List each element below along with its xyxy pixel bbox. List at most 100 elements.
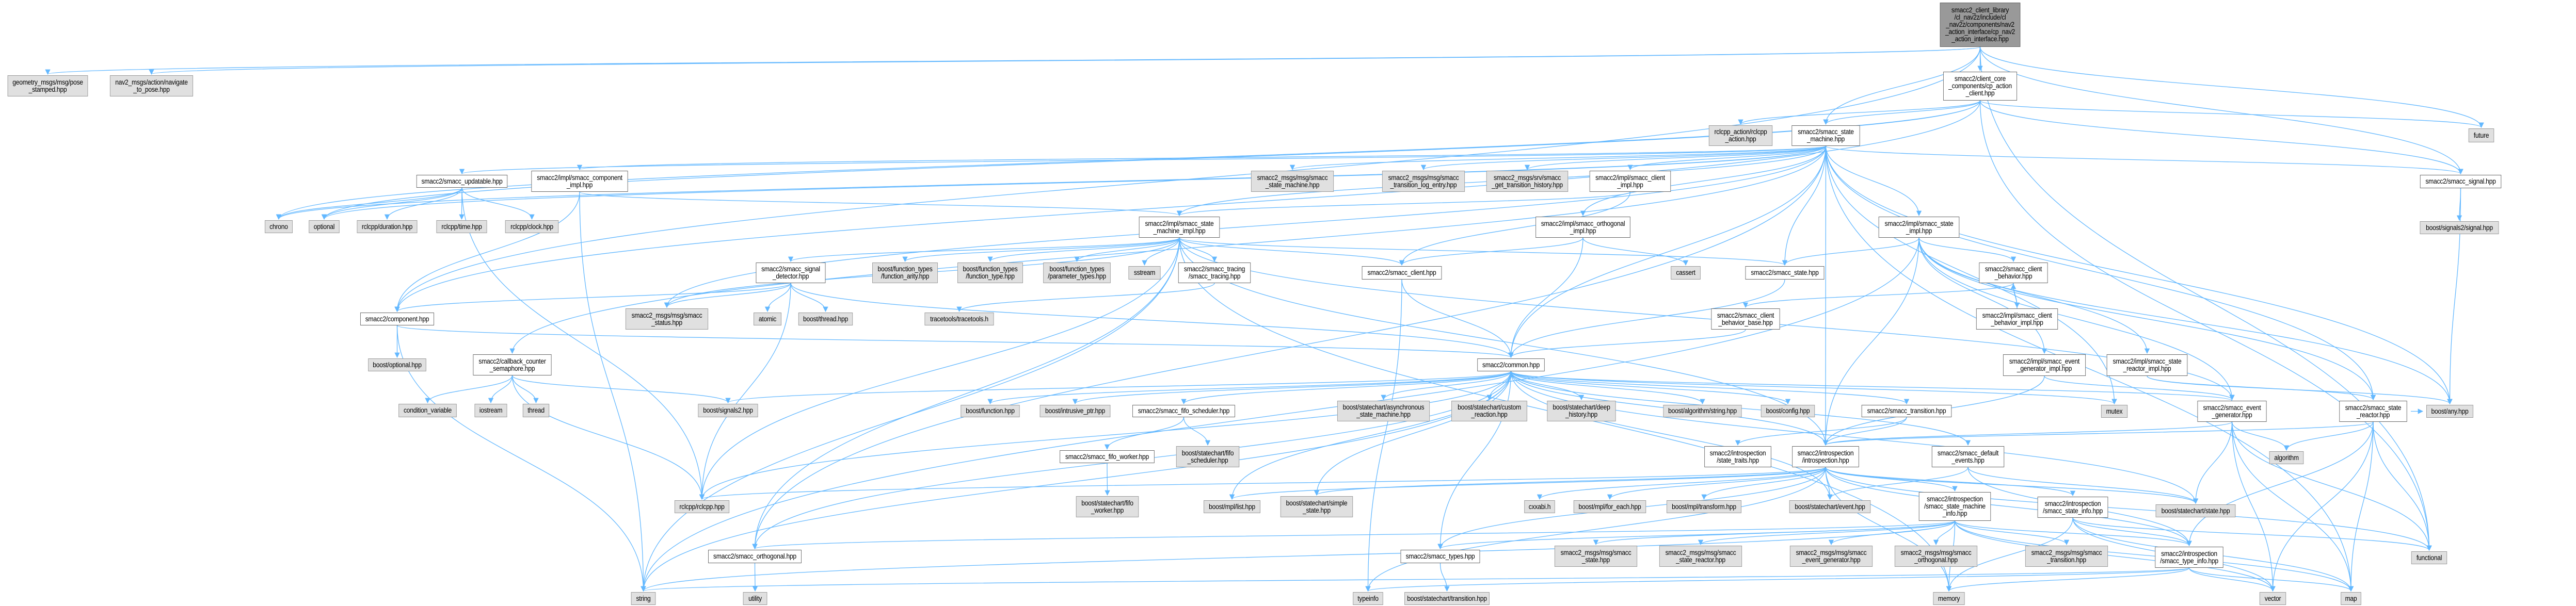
graph-node-client-behavior-base[interactable]: smacc2/smacc_client _behavior_base.hpp <box>1711 308 1780 330</box>
dependency-edge-common-to-smacc-transition <box>1510 371 1909 405</box>
graph-node-state-machine[interactable]: smacc2/smacc_state _machine.hpp <box>1791 125 1860 146</box>
dependency-edge-sm-impl-to-string <box>641 237 1180 592</box>
dependency-edge-state-machine-to-updatable <box>459 145 1827 175</box>
graph-node-tracetools: tracetools/tracetools.h <box>924 313 994 325</box>
dependency-edge-sm-impl-to-tracing <box>1179 237 1218 263</box>
dependency-edge-introspection-to-simple-state <box>1314 467 1826 496</box>
dependency-edge-state-info-to-functional <box>2072 517 2432 551</box>
dependency-edge-callback-counter-to-condition-variable <box>425 375 513 404</box>
dependency-edge-common-to-mutex <box>1510 371 2117 405</box>
graph-node-default-events[interactable]: smacc2/smacc_default _events.hpp <box>1931 446 2005 467</box>
graph-node-client-impl[interactable]: smacc2/impl/smacc_client _impl.hpp <box>1589 171 1671 192</box>
graph-node-cassert: cassert <box>1671 266 1701 280</box>
graph-node-sc-transition: boost/statechart/transition.hpp <box>1404 592 1490 605</box>
dependency-edge-signal-detector-to-atomic <box>764 283 791 313</box>
graph-node-smacc-client[interactable]: smacc2/smacc_client.hpp <box>1362 266 1442 280</box>
graph-node-msgs-state-machine: smacc2_msgs/msg/smacc _state_machine.hpp <box>1251 171 1334 192</box>
graph-node-state-impl[interactable]: smacc2/impl/smacc_state _impl.hpp <box>1878 217 1960 238</box>
dependency-edge-component-impl-to-string <box>579 191 646 592</box>
graph-node-sm-info[interactable]: smacc2/introspection /smacc_state_machin… <box>1918 492 1991 521</box>
dependency-edge-state-machine-to-smacc-status <box>664 145 1827 308</box>
graph-node-state-reactor[interactable]: smacc2/smacc_state _reactor.hpp <box>2339 401 2407 422</box>
graph-node-smacc-types[interactable]: smacc2/smacc_types.hpp <box>1400 550 1480 563</box>
dependency-edge-smacc-state-to-common <box>1508 279 1785 358</box>
dependency-edge-type-info-to-string <box>641 567 2190 592</box>
graph-node-component-impl[interactable]: smacc2/impl/smacc_component _impl.hpp <box>531 171 628 192</box>
dependency-edge-orthogonal-impl-to-common <box>1508 237 1583 358</box>
dependency-edge-common-to-simple-state <box>1314 371 1512 496</box>
graph-node-utility: utility <box>743 592 767 605</box>
graph-node-state-traits[interactable]: smacc2/introspection /state_traits.hpp <box>1704 446 1771 467</box>
dependency-edge-state-info-to-memory <box>1946 517 2073 592</box>
dependency-edge-state-machine-to-state-reactor <box>1825 145 2376 401</box>
graph-node-for-each: boost/mpl/for_each.hpp <box>1573 500 1646 513</box>
dependency-edge-introspection-to-sc-state <box>1825 467 2199 504</box>
graph-node-client-behavior-impl[interactable]: smacc2/impl/smacc_client _behavior_impl.… <box>1976 308 2058 330</box>
dependency-edge-updatable-to-duration <box>384 187 462 220</box>
graph-node-atomic: atomic <box>754 313 781 325</box>
graph-node-geometry: geometry_msgs/msg/pose _stamped.hpp <box>7 75 88 96</box>
graph-node-tracing[interactable]: smacc2/smacc_tracing /smacc_tracing.hpp <box>1178 263 1251 283</box>
dependency-edge-state-reactor-to-vector <box>2270 421 2374 592</box>
graph-node-sm-impl[interactable]: smacc2/impl/smacc_state _machine_impl.hp… <box>1139 217 1220 238</box>
graph-node-fifo-worker[interactable]: smacc2/smacc_fifo_worker.hpp <box>1060 450 1155 463</box>
dependency-edge-sm-info-to-msg-transition <box>1954 520 2070 546</box>
dependency-edge-state-machine-to-msgs-state-machine <box>1290 145 1827 171</box>
graph-node-cp-action-client[interactable]: smacc2/client_core _components/cp_action… <box>1943 72 2018 101</box>
graph-node-mpl-list: boost/mpl/list.hpp <box>1204 500 1260 513</box>
graph-node-iostream: iostream <box>474 404 507 417</box>
graph-node-event-generator[interactable]: smacc2/smacc_event _generator.hpp <box>2197 401 2267 422</box>
graph-node-mutex: mutex <box>2101 405 2128 418</box>
graph-node-callback-counter[interactable]: smacc2/callback_counter _semaphore.hpp <box>473 354 552 375</box>
dependency-edge-state-info-to-type-info <box>2072 517 2192 547</box>
dependency-edge-sm-impl-to-signal-detector <box>788 237 1180 263</box>
graph-node-type-info[interactable]: smacc2/introspection /smacc_type_info.hp… <box>2155 547 2223 568</box>
graph-node-orthogonal-impl[interactable]: smacc2/impl/smacc_orthogonal _impl.hpp <box>1535 217 1630 238</box>
graph-node-fifo-scheduler[interactable]: smacc2/smacc_fifo_scheduler.hpp <box>1132 405 1235 417</box>
graph-node-client-behavior[interactable]: smacc2/smacc_client _behavior.hpp <box>1979 263 2048 283</box>
graph-node-cxxabi: cxxabi.h <box>1524 500 1555 513</box>
graph-node-smacc-orthogonal[interactable]: smacc2/smacc_orthogonal.hpp <box>708 550 802 563</box>
graph-node-smacc-transition[interactable]: smacc2/smacc_transition.hpp <box>1861 405 1952 417</box>
dependency-edge-component-to-string <box>396 325 646 592</box>
graph-node-common[interactable]: smacc2/common.hpp <box>1477 358 1545 371</box>
dependency-edge-signal-detector-to-component <box>394 283 791 313</box>
graph-node-async-sm: boost/statechart/asynchronous _state_mac… <box>1337 401 1430 421</box>
dependency-edge-cp-action-client-to-rclcpp-action <box>1738 100 1981 125</box>
graph-node-msg-state: smacc2_msgs/msg/smacc _state.hpp <box>1554 546 1638 567</box>
graph-node-updatable[interactable]: smacc2/smacc_updatable.hpp <box>416 175 508 188</box>
dependency-edge-updatable-to-rclcpp <box>461 187 705 500</box>
dependency-edge-callback-counter-to-signals2 <box>511 375 731 404</box>
dependency-edge-type-info-to-vector <box>2188 567 2276 592</box>
dependency-edge-introspection-to-for-each <box>1607 467 1826 500</box>
dependency-edge-state-machine-to-orthogonal-impl <box>1580 145 1827 217</box>
dependency-edge-event-generator-to-introspection <box>1823 421 2233 446</box>
dependency-edge-component-impl-to-sm-impl <box>579 191 1182 217</box>
dependency-edge-event-generator-to-common <box>1508 371 2233 401</box>
graph-node-smacc-signal[interactable]: smacc2/smacc_signal.hpp <box>2420 175 2502 188</box>
dependency-edge-default-events-to-sc-state <box>1967 467 2199 504</box>
dependency-edge-common-to-algorithm-string <box>1510 371 1705 405</box>
graph-node-smacc-state[interactable]: smacc2/smacc_state.hpp <box>1745 266 1825 280</box>
graph-node-event-generator-impl[interactable]: smacc2/impl/smacc_event _generator_impl.… <box>2003 354 2086 376</box>
graph-node-future: future <box>2468 128 2494 142</box>
graph-node-msg-transition: smacc2_msgs/msg/smacc _transition.hpp <box>2025 546 2108 567</box>
dependency-edge-sm-info-to-smacc-orthogonal <box>753 520 1956 550</box>
dependency-edge-introspection-to-memory <box>1825 467 1952 592</box>
graph-node-state-reactor-impl[interactable]: smacc2/impl/smacc_state _reactor_impl.hp… <box>2106 354 2188 376</box>
dependency-edge-sm-info-to-smacc-types <box>1437 520 1956 550</box>
graph-node-state-info[interactable]: smacc2/introspection /smacc_state_info.h… <box>2037 497 2108 518</box>
graph-node-simple-state: boost/statechart/simple _state.hpp <box>1280 496 1353 517</box>
graph-node-parameter-types: boost/function_types /parameter_types.hp… <box>1043 263 1111 283</box>
graph-node-root[interactable]: smacc2_client_library /cl_nav2z/include/… <box>1940 3 2021 47</box>
dependency-edge-sm-impl-to-parameter-types <box>1074 237 1180 263</box>
dependency-edge-cp-action-client-to-functional <box>1979 100 2432 551</box>
dependency-edge-introspection-to-mpl-list <box>1229 467 1826 500</box>
graph-node-signals2: boost/signals2.hpp <box>698 404 758 417</box>
graph-node-component[interactable]: smacc2/component.hpp <box>360 313 435 325</box>
graph-node-introspection[interactable]: smacc2/introspection /introspection.hpp <box>1792 446 1859 467</box>
dependency-edge-event-generator-to-vector <box>2231 421 2276 592</box>
dependency-edge-state-machine-to-optional <box>322 145 1827 220</box>
graph-node-signal-detector[interactable]: smacc2/smacc_signal _detector.hpp <box>756 263 826 283</box>
